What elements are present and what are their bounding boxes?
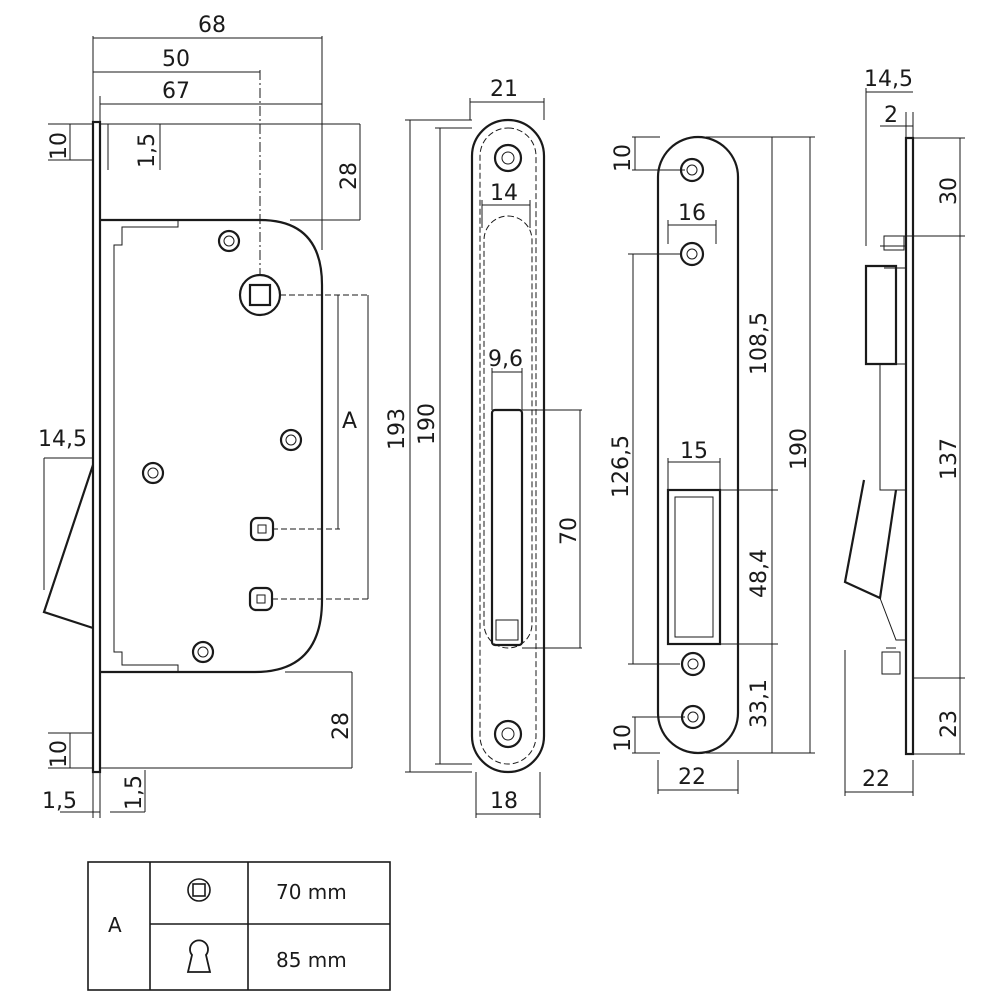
dim-70: 70 [557,517,582,545]
strike-plate-view: 10 16 126,5 108,5 48,4 33,1 190 15 10 22 [609,135,815,794]
dim-30: 30 [937,177,962,205]
dim-10-strike-bottom: 10 [611,724,636,752]
lock-case-inner-frame [113,220,179,672]
faceplate-edge [91,120,102,774]
table-value-70mm: 70 mm [276,880,347,904]
euro-cylinder-icon [186,939,212,973]
latch-opening [490,408,524,647]
faceplate-front-view: 21 14 9,6 70 18 193 190 [385,77,582,818]
strike-plate-outline [656,135,740,755]
faceplate-outline [470,118,546,774]
table-label-a: A [108,913,122,937]
dim-2: 2 [884,103,898,128]
backset-table: A 70 mm 85 mm [87,861,391,991]
dim-137: 137 [937,438,962,480]
dim-68: 68 [198,13,226,38]
dim-16: 16 [678,201,706,226]
square-spindle-icon [187,878,211,902]
lock-case-outline [100,218,324,674]
dim-126-5: 126,5 [609,435,634,498]
dim-22-side: 22 [862,767,890,792]
dim-A: A [342,409,357,434]
handle-follower [238,273,282,317]
dim-10-bottom: 10 [47,740,72,768]
dim-190-strike: 190 [787,428,812,470]
dim-28-bottom: 28 [329,712,354,740]
dim-18: 18 [490,789,518,814]
dim-108-5: 108,5 [747,312,772,375]
dim-190-faceplate: 190 [415,403,440,445]
dim-23: 23 [937,710,962,738]
dim-14-5-side: 14,5 [864,67,913,92]
dim-48-4: 48,4 [747,549,772,598]
strike-opening [666,488,722,646]
dim-67: 67 [162,79,190,104]
dim-21: 21 [490,77,518,102]
dim-1-5-bottom-right: 1,5 [122,775,147,810]
dim-28-top: 28 [337,162,362,190]
lock-body-view: 68 50 67 10 1,5 28 A 14,5 28 [38,13,370,818]
table-value-85mm: 85 mm [276,948,347,972]
dim-1-5-bottom-left: 1,5 [42,789,77,814]
dim-22-strike: 22 [678,765,706,790]
dim-1-5-top: 1,5 [135,133,160,168]
dim-193: 193 [385,408,410,450]
dim-14-5-latch: 14,5 [38,427,87,452]
dim-10-top: 10 [47,132,72,160]
latch-bolt [42,464,95,630]
side-profile-view: 14,5 2 30 137 23 22 [843,67,965,796]
dim-33-1: 33,1 [747,679,772,728]
dim-9-6: 9,6 [488,347,523,372]
dim-10-strike-top: 10 [611,144,636,172]
dim-50: 50 [162,47,190,72]
dim-14: 14 [490,181,518,206]
strike-side-plate [904,136,915,756]
dim-15: 15 [680,439,708,464]
